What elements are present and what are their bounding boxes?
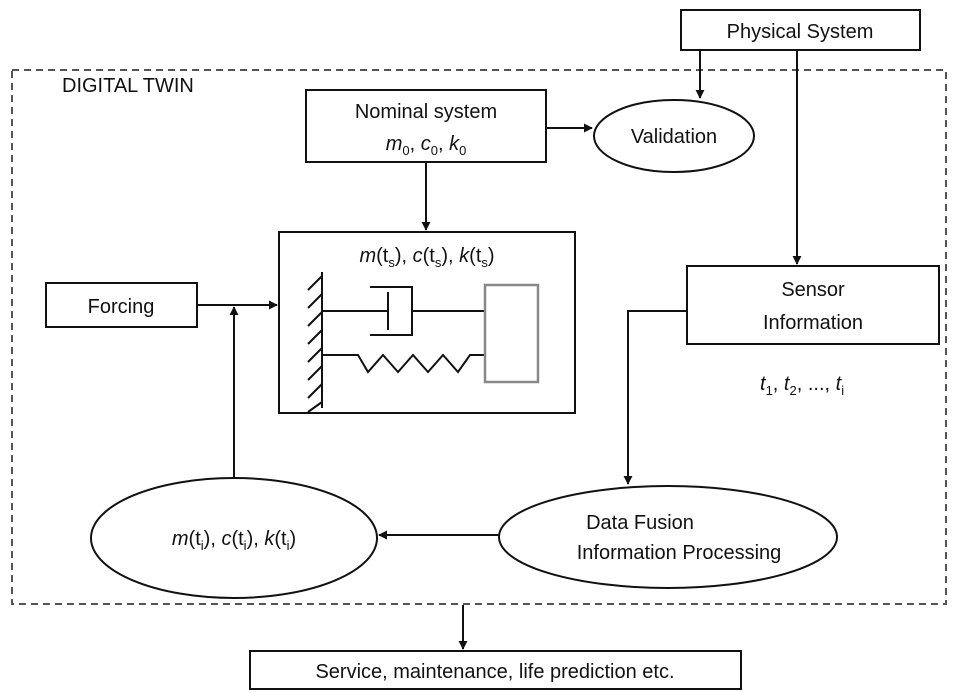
data-fusion-line1: Data Fusion bbox=[586, 512, 694, 534]
nominal-system-params: m0, c0, k0 bbox=[386, 133, 467, 158]
sensor-label-line2: Information bbox=[763, 312, 863, 334]
validation-ellipse bbox=[593, 99, 755, 173]
sensor-information-box bbox=[686, 265, 940, 345]
nominal-system-title: Nominal system bbox=[355, 101, 497, 123]
output-label: Service, maintenance, life prediction et… bbox=[315, 661, 674, 683]
digital-twin-boundary bbox=[11, 69, 947, 605]
forcing-box bbox=[45, 282, 198, 328]
physical-system-label: Physical System bbox=[727, 21, 874, 43]
arrow-sensor-to-fusion bbox=[623, 310, 687, 485]
updated-params: m(ti), c(ti), k(ti) bbox=[172, 528, 296, 553]
model-params: m(ts), c(ts), k(ts) bbox=[359, 245, 494, 270]
damper-icon bbox=[322, 286, 485, 336]
mass-block bbox=[483, 283, 540, 384]
forcing-label: Forcing bbox=[88, 296, 155, 318]
data-fusion-ellipse bbox=[498, 485, 838, 589]
sensor-label-line1: Sensor bbox=[781, 279, 845, 301]
sensor-times: t1, t2, ..., ti bbox=[760, 373, 844, 398]
digital-twin-label: DIGITAL TWIN bbox=[62, 75, 194, 97]
data-fusion-line2: Information Processing bbox=[577, 542, 782, 564]
output-box bbox=[249, 650, 742, 690]
nominal-system-box bbox=[305, 89, 547, 163]
validation-label: Validation bbox=[631, 126, 717, 148]
spring-icon bbox=[322, 353, 485, 374]
wall-icon bbox=[307, 272, 323, 413]
physical-system-box bbox=[680, 9, 921, 51]
